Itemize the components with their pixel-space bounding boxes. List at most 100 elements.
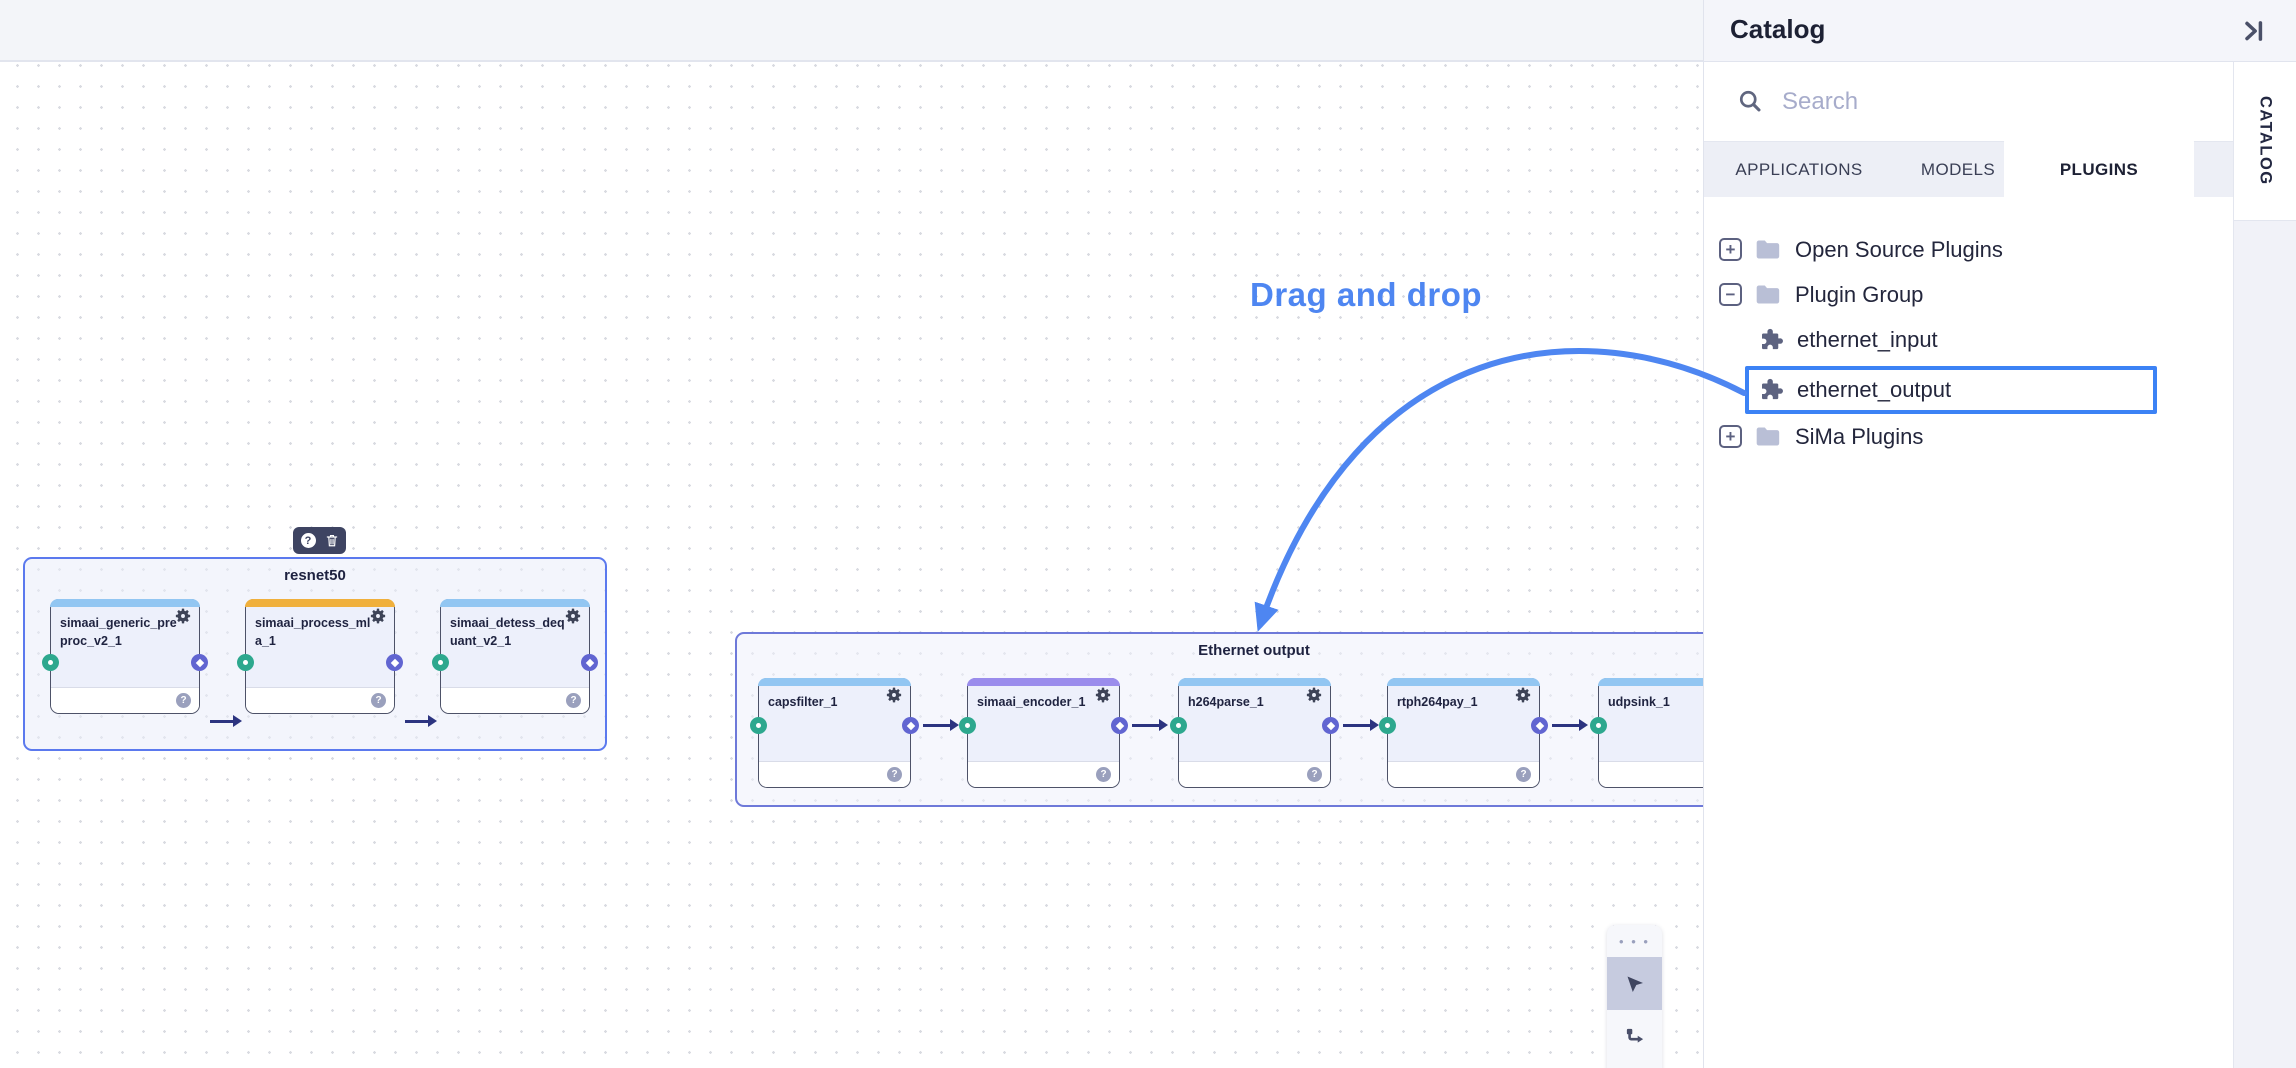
plugin-puzzle-icon xyxy=(1762,328,1783,349)
collapse-minus-icon[interactable]: − xyxy=(1719,283,1742,306)
tab-models[interactable]: MODELS xyxy=(1920,159,1996,179)
settings-gear-icon[interactable] xyxy=(1305,686,1323,704)
node-simaai-generic-preproc[interactable]: simaai_generic_preproc_v2_1 ? xyxy=(42,599,208,714)
output-port[interactable] xyxy=(902,717,919,734)
output-port[interactable] xyxy=(581,654,598,671)
plugin-puzzle-icon xyxy=(1762,378,1783,400)
input-port[interactable] xyxy=(1379,717,1396,734)
catalog-header: Catalog xyxy=(1703,0,2296,62)
output-port[interactable] xyxy=(1111,717,1128,734)
catalog-tabs: APPLICATIONS MODELS PLUGINS xyxy=(1704,140,2233,199)
node-help-icon[interactable]: ? xyxy=(566,693,581,708)
input-port[interactable] xyxy=(42,654,59,671)
tree-item-ethernet-input[interactable]: ethernet_input xyxy=(1704,317,2233,362)
tree-item-label: ethernet_output xyxy=(1797,377,1952,402)
input-port[interactable] xyxy=(1590,717,1607,734)
collapse-panel-icon[interactable] xyxy=(2240,17,2268,45)
node-simaai-process-mla[interactable]: simaai_process_mla_1 ? xyxy=(237,599,403,714)
folder-icon xyxy=(1756,240,1780,259)
output-port[interactable] xyxy=(1531,717,1548,734)
tree-item-sima-plugins[interactable]: + SiMa Plugins xyxy=(1704,414,2233,459)
settings-gear-icon[interactable] xyxy=(1514,686,1532,704)
settings-gear-icon[interactable] xyxy=(174,607,192,625)
node-accent-bar xyxy=(245,599,395,607)
edge-connector xyxy=(210,715,242,727)
node-h264parse[interactable]: h264parse_1 ? xyxy=(1170,678,1339,788)
node-accent-bar xyxy=(967,678,1120,686)
expand-plus-icon[interactable]: + xyxy=(1719,425,1742,448)
pipeline-canvas[interactable]: ? resnet50 simaai_generic_preproc_v2_1 ? xyxy=(0,62,1703,1068)
tab-applications[interactable]: APPLICATIONS xyxy=(1735,159,1863,179)
canvas-topbar xyxy=(0,0,1703,62)
settings-gear-icon[interactable] xyxy=(369,607,387,625)
edge-connector xyxy=(1132,719,1168,731)
node-capsfilter[interactable]: capsfilter_1 ? xyxy=(750,678,919,788)
node-accent-bar xyxy=(1387,678,1540,686)
pointer-tool-button[interactable] xyxy=(1607,957,1662,1010)
input-port[interactable] xyxy=(237,654,254,671)
expand-plus-icon[interactable]: + xyxy=(1719,238,1742,261)
settings-gear-icon[interactable] xyxy=(885,686,903,704)
trash-icon[interactable] xyxy=(325,533,339,548)
tab-plugins[interactable]: PLUGINS xyxy=(2004,140,2194,199)
input-port[interactable] xyxy=(432,654,449,671)
node-help-icon[interactable]: ? xyxy=(371,693,386,708)
search-input[interactable] xyxy=(1782,87,2233,116)
tree-item-label: SiMa Plugins xyxy=(1795,423,1924,449)
node-footer xyxy=(51,687,199,713)
node-footer xyxy=(1179,761,1330,787)
node-accent-bar xyxy=(1598,678,1703,686)
catalog-side-tab[interactable]: CATALOG xyxy=(2234,62,2296,221)
node-label: simaai_generic_preproc_v2_1 xyxy=(60,616,177,649)
output-port[interactable] xyxy=(191,654,208,671)
node-help-icon[interactable]: ? xyxy=(1307,767,1322,782)
node-help-icon[interactable]: ? xyxy=(1516,767,1531,782)
node-label: capsfilter_1 xyxy=(768,695,838,709)
node-label: simaai_process_mla_1 xyxy=(255,616,371,649)
pointer-cursor-icon xyxy=(1627,976,1643,992)
edge-connector xyxy=(1343,719,1379,731)
group-title: Ethernet output xyxy=(1198,642,1310,659)
group-title: resnet50 xyxy=(284,567,346,584)
settings-gear-icon[interactable] xyxy=(1094,686,1112,704)
node-label: udpsink_1 xyxy=(1608,695,1670,709)
input-port[interactable] xyxy=(1170,717,1187,734)
node-help-icon[interactable]: ? xyxy=(176,693,191,708)
palette-drag-handle[interactable]: • • • xyxy=(1619,933,1650,949)
node-accent-bar xyxy=(758,678,911,686)
catalog-panel: APPLICATIONS MODELS PLUGINS + Open Sourc… xyxy=(1703,62,2233,1068)
catalog-panel-title: Catalog xyxy=(1730,14,1826,44)
node-rtph264pay[interactable]: rtph264pay_1 ? xyxy=(1379,678,1548,788)
group-action-toolbar: ? xyxy=(293,527,346,554)
connector-elbow-icon xyxy=(1626,1028,1643,1043)
tree-item-label: Open Source Plugins xyxy=(1795,236,2003,262)
input-port[interactable] xyxy=(750,717,767,734)
tree-item-ethernet-output[interactable]: ethernet_output xyxy=(1745,366,2157,414)
group-help-button[interactable]: ? xyxy=(300,533,316,548)
node-accent-bar xyxy=(1178,678,1331,686)
node-help-icon[interactable]: ? xyxy=(1096,767,1111,782)
node-simaai-detess-dequant[interactable]: simaai_detess_dequant_v2_1 ? xyxy=(432,599,598,714)
node-label: h264parse_1 xyxy=(1188,695,1264,709)
edge-connector xyxy=(405,715,437,727)
input-port[interactable] xyxy=(959,717,976,734)
node-footer xyxy=(1599,761,1703,787)
node-udpsink[interactable]: udpsink_1 xyxy=(1590,678,1703,788)
group-ethernet-output[interactable]: Ethernet output capsfilter_1 ? simaai_en… xyxy=(735,632,1703,807)
node-label: simaai_detess_dequant_v2_1 xyxy=(450,616,565,649)
node-help-icon[interactable]: ? xyxy=(887,767,902,782)
settings-gear-icon[interactable] xyxy=(564,607,582,625)
output-port[interactable] xyxy=(1322,717,1339,734)
drag-drop-annotation: Drag and drop xyxy=(1250,276,1483,313)
output-port[interactable] xyxy=(386,654,403,671)
node-footer xyxy=(1388,761,1539,787)
connector-tool-button[interactable] xyxy=(1607,1010,1662,1063)
node-accent-bar xyxy=(50,599,200,607)
tree-item-open-source-plugins[interactable]: + Open Source Plugins xyxy=(1704,227,2233,272)
group-resnet50[interactable]: resnet50 simaai_generic_preproc_v2_1 ? s… xyxy=(23,557,607,751)
node-simaai-encoder[interactable]: simaai_encoder_1 ? xyxy=(959,678,1128,788)
tree-item-plugin-group[interactable]: − Plugin Group xyxy=(1704,272,2233,317)
node-footer xyxy=(968,761,1119,787)
catalog-side-tab-label: CATALOG xyxy=(2256,96,2275,186)
